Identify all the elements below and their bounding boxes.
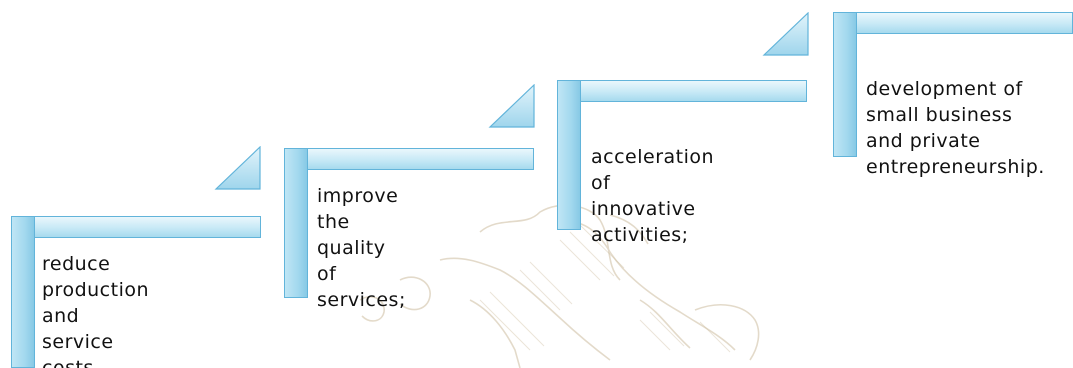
step-1-tread (11, 216, 261, 238)
step-1-triangle-icon (214, 146, 261, 190)
step-4-tread (833, 12, 1073, 34)
step-2-label: improve the quality of services; (317, 185, 406, 311)
step-3-triangle-icon (762, 12, 809, 56)
step-2-triangle-icon (488, 84, 535, 128)
step-1-riser (11, 216, 35, 368)
step-4-riser (833, 12, 857, 157)
step-3-riser (557, 80, 581, 230)
step-3-label: acceleration of innovative activities; (591, 146, 715, 246)
step-4-label: development of small business and privat… (866, 78, 1045, 178)
step-3-tread (557, 80, 807, 102)
step-2-riser (284, 148, 308, 298)
step-2-tread (284, 148, 534, 170)
step-1-label: reduce production and service costs (42, 253, 150, 368)
